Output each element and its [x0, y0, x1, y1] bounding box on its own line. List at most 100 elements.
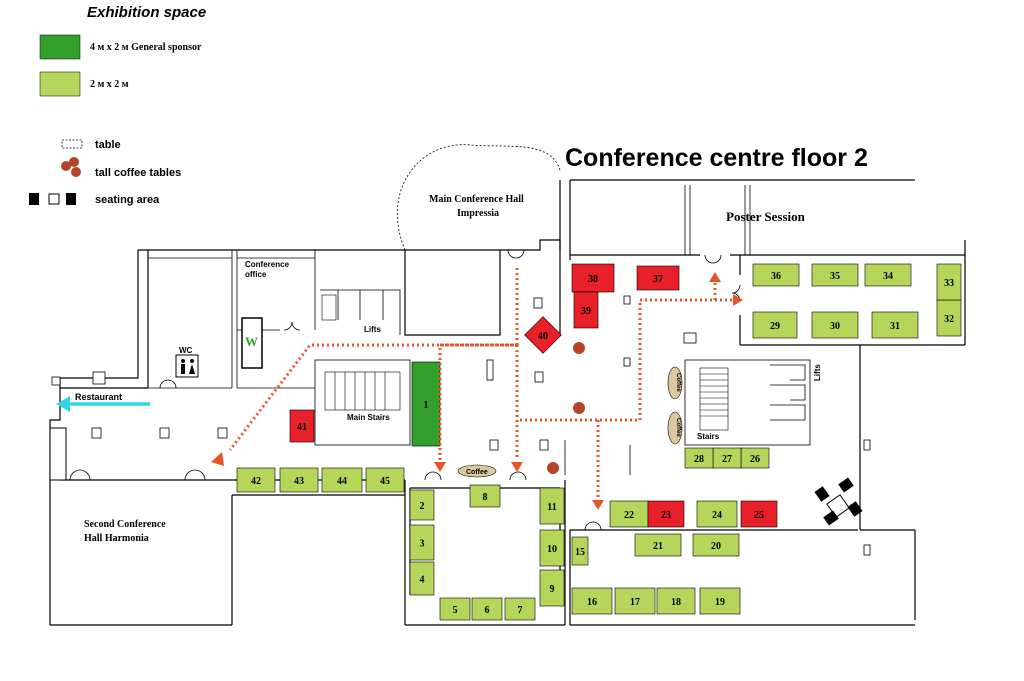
booth-22-number: 22	[624, 510, 634, 521]
tall-coffee-tables	[547, 342, 585, 474]
booth-11[interactable]: 11	[539, 487, 565, 525]
booth-43-number: 43	[294, 476, 304, 487]
booth-44-number: 44	[337, 476, 347, 487]
booth-9-shape	[539, 569, 565, 607]
booth-35[interactable]: 35	[811, 263, 859, 287]
booth-41[interactable]: 41	[289, 409, 315, 443]
booth-39-number: 39	[581, 306, 591, 317]
booth-32[interactable]: 32	[936, 299, 962, 337]
booth-16[interactable]: 16	[571, 587, 613, 615]
poster-session-label: Poster Session	[726, 209, 806, 224]
booth-9[interactable]: 9	[539, 569, 565, 607]
lifts-left-label: Lifts	[364, 325, 381, 334]
booth-38[interactable]: 38	[571, 263, 615, 293]
conference-office-label-1: Conference	[245, 260, 290, 269]
seating-area-icon	[29, 193, 76, 205]
booth-7[interactable]: 7	[504, 597, 536, 621]
legend-sponsor-label: 4 м х 2 м General sponsor	[90, 42, 202, 53]
booth-45-shape	[365, 467, 405, 493]
booth-19[interactable]: 19	[699, 587, 741, 615]
coffee-point-right-1: Coffee	[667, 366, 683, 400]
booth-33[interactable]: 33	[936, 263, 962, 301]
booth-38-shape	[571, 263, 615, 293]
booth-23-number: 23	[661, 510, 671, 521]
booth-43[interactable]: 43	[279, 467, 319, 493]
booth-8[interactable]: 8	[469, 484, 501, 508]
booth-29-number: 29	[770, 321, 780, 332]
booth-31-shape	[871, 311, 919, 339]
booth-3-number: 3	[420, 539, 425, 550]
restaurant-door	[49, 427, 67, 481]
main-stairs-label: Main Stairs	[347, 413, 390, 422]
booth-1[interactable]: 1	[411, 361, 441, 447]
booth-21[interactable]: 21	[634, 533, 682, 557]
booth-22[interactable]: 22	[609, 500, 649, 528]
booth-31-number: 31	[890, 321, 900, 332]
booth-10[interactable]: 10	[539, 529, 565, 567]
booth-28-number: 28	[694, 454, 704, 465]
booth-18[interactable]: 18	[656, 587, 696, 615]
conference-office-label-2: office	[245, 270, 267, 279]
booth-6[interactable]: 6	[471, 597, 503, 621]
booth-44[interactable]: 44	[321, 467, 363, 493]
booth-30-number: 30	[830, 321, 840, 332]
booth-32-shape	[936, 299, 962, 337]
booth-5[interactable]: 5	[439, 597, 471, 621]
booth-27[interactable]: 27	[712, 447, 742, 469]
svg-text:WC: WC	[179, 346, 193, 355]
booth-4-number: 4	[420, 575, 425, 586]
booth-3-shape	[409, 524, 435, 561]
booth-21-shape	[634, 533, 682, 557]
booth-36-number: 36	[771, 271, 781, 282]
booth-30-shape	[811, 311, 859, 339]
legend-sponsor-swatch	[39, 34, 81, 60]
booth-6-number: 6	[485, 605, 490, 616]
booth-23[interactable]: 23	[647, 500, 685, 528]
main-hall-label: Main Conference Hall	[429, 194, 524, 205]
booth-37-number: 37	[653, 274, 663, 285]
booth-36[interactable]: 36	[752, 263, 800, 287]
booth-29[interactable]: 29	[752, 311, 798, 339]
booth-15[interactable]: 15	[571, 536, 589, 566]
booth-37-shape	[636, 265, 680, 291]
columns	[51, 295, 871, 556]
booth-25-shape	[740, 500, 778, 528]
booth-31[interactable]: 31	[871, 311, 919, 339]
booth-20-shape	[692, 533, 740, 557]
booth-21-number: 21	[653, 541, 663, 552]
restaurant-label: Restaurant	[75, 392, 122, 402]
booth-10-number: 10	[547, 544, 557, 555]
booth-34[interactable]: 34	[864, 263, 912, 287]
booth-15-number: 15	[575, 547, 585, 558]
booth-37[interactable]: 37	[636, 265, 680, 291]
booth-3[interactable]: 3	[409, 524, 435, 561]
booth-16-number: 16	[587, 597, 597, 608]
booth-20[interactable]: 20	[692, 533, 740, 557]
booth-2[interactable]: 2	[409, 489, 435, 521]
stairs-label: Stairs	[697, 432, 720, 441]
booth-18-number: 18	[671, 597, 681, 608]
booth-5-shape	[439, 597, 471, 621]
booth-4[interactable]: 4	[409, 561, 435, 596]
booth-25[interactable]: 25	[740, 500, 778, 528]
booth-24[interactable]: 24	[696, 500, 738, 528]
booth-34-number: 34	[883, 271, 893, 282]
booth-45[interactable]: 45	[365, 467, 405, 493]
w-room	[241, 317, 263, 369]
booth-29-shape	[752, 311, 798, 339]
booth-39[interactable]: 39	[573, 291, 599, 329]
booth-40[interactable]: 40	[524, 316, 562, 354]
booth-19-shape	[699, 587, 741, 615]
booth-18-shape	[656, 587, 696, 615]
booth-10-shape	[539, 529, 565, 567]
booth-6-shape	[471, 597, 503, 621]
booth-28[interactable]: 28	[684, 447, 714, 469]
booth-34-shape	[864, 263, 912, 287]
booth-32-number: 32	[944, 314, 954, 325]
booth-17[interactable]: 17	[614, 587, 656, 615]
booth-42[interactable]: 42	[236, 467, 276, 493]
booth-19-number: 19	[715, 597, 725, 608]
booth-30[interactable]: 30	[811, 311, 859, 339]
booth-26[interactable]: 26	[740, 447, 770, 469]
